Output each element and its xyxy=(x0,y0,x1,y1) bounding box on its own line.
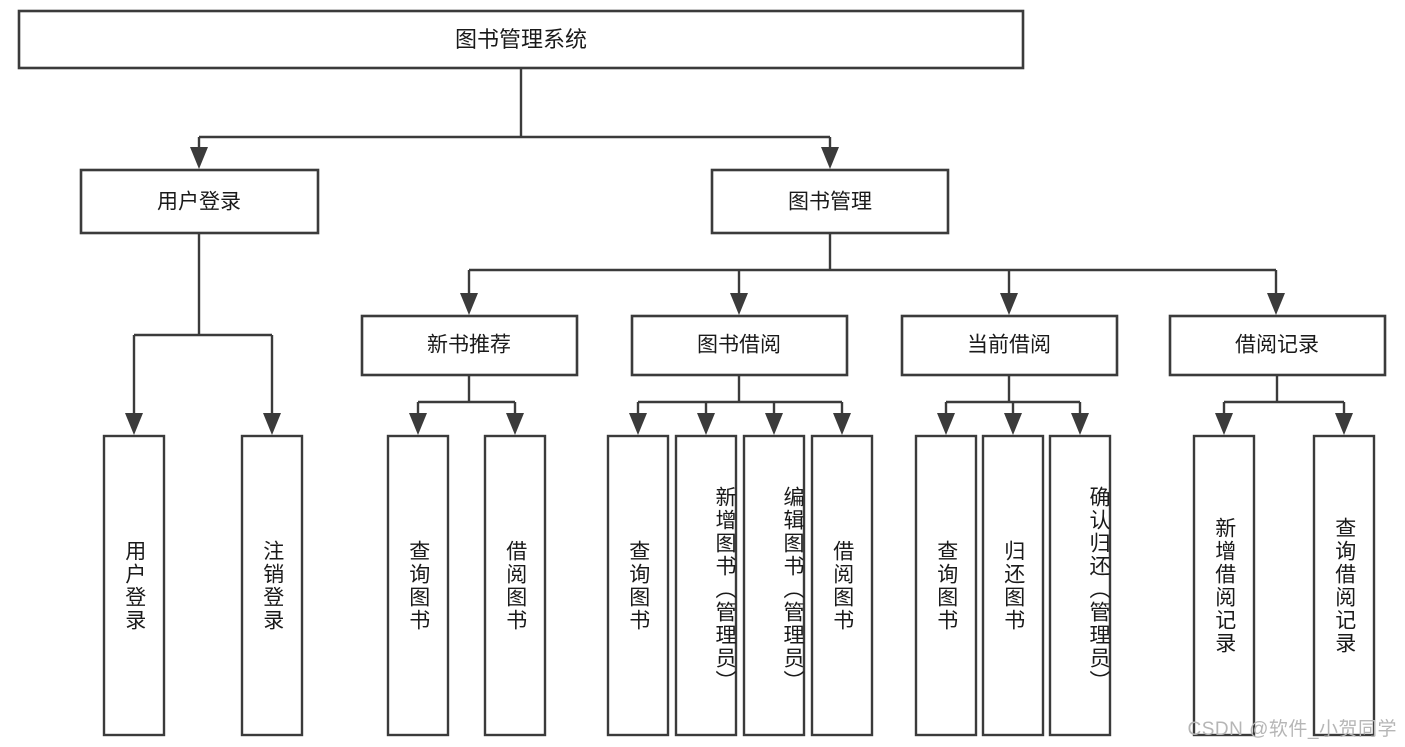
user-login-label: 用户登录 xyxy=(157,191,241,214)
node-root[interactable]: 图书管理系统 xyxy=(17,9,1025,70)
arrow-to-leaf-query-record xyxy=(1335,413,1353,435)
arrow-to-leaf-query-book-2 xyxy=(629,413,647,435)
arrow-to-leaf-borrow-book-1 xyxy=(506,413,524,435)
leaf-box-logout[interactable] xyxy=(240,434,304,737)
connector-current-borrow-to-leaves xyxy=(937,375,1089,435)
arrow-to-leaf-query-book-3 xyxy=(937,413,955,435)
root-box[interactable] xyxy=(17,9,1025,70)
leaf-box-add-book[interactable] xyxy=(674,434,738,737)
connector-borrow-record-to-leaves xyxy=(1215,375,1353,435)
arrow-to-leaf-confirm-return xyxy=(1071,413,1089,435)
arrow-to-leaf-query-book-1 xyxy=(409,413,427,435)
connector-book-manage-to-level3 xyxy=(460,233,1285,315)
arrow-to-user-login xyxy=(190,147,208,169)
leaf-box-borrow-book-1[interactable] xyxy=(483,434,547,737)
connector-root-to-level2 xyxy=(190,68,839,169)
new-book-box[interactable] xyxy=(360,314,579,377)
node-book-manage[interactable]: 图书管理 xyxy=(710,168,950,235)
leaf-box-query-book-1[interactable] xyxy=(386,434,450,737)
node-borrow-record[interactable]: 借阅记录 xyxy=(1168,314,1387,377)
connector-new-book-to-leaves xyxy=(409,375,524,435)
arrow-to-current-borrow xyxy=(1000,293,1018,315)
leaf-box-query-record[interactable] xyxy=(1312,434,1376,737)
arrow-to-borrow-record xyxy=(1267,293,1285,315)
user-login-box[interactable] xyxy=(79,168,320,235)
new-book-label: 新书推荐 xyxy=(427,334,511,357)
leaf-box-edit-book[interactable] xyxy=(742,434,806,737)
node-book-borrow[interactable]: 图书借阅 xyxy=(630,314,849,377)
leaf-box-add-record[interactable] xyxy=(1192,434,1256,737)
current-borrow-label: 当前借阅 xyxy=(967,334,1051,357)
arrow-to-new-book xyxy=(460,293,478,315)
leaf-box-user-login[interactable] xyxy=(102,434,166,737)
book-borrow-label: 图书借阅 xyxy=(697,334,781,357)
book-manage-label: 图书管理 xyxy=(788,191,872,214)
leaf-box-query-book-2[interactable] xyxy=(606,434,670,737)
arrow-to-leaf-user-login xyxy=(125,413,143,435)
arrow-to-leaf-add-book xyxy=(697,413,715,435)
arrow-to-leaf-add-record xyxy=(1215,413,1233,435)
node-current-borrow[interactable]: 当前借阅 xyxy=(900,314,1119,377)
node-new-book-recommend[interactable]: 新书推荐 xyxy=(360,314,579,377)
arrow-to-leaf-logout xyxy=(263,413,281,435)
connector-user-login-to-leaves xyxy=(125,233,281,435)
leaf-box-return-book[interactable] xyxy=(981,434,1045,737)
arrow-to-leaf-borrow-book-2 xyxy=(833,413,851,435)
csdn-watermark: CSDN @软件_小贺同学 xyxy=(1187,719,1397,740)
leaf-box-borrow-book-2[interactable] xyxy=(810,434,874,737)
connector-book-borrow-to-leaves xyxy=(629,375,851,435)
leaf-box-query-book-3[interactable] xyxy=(914,434,978,737)
arrow-to-leaf-return-book xyxy=(1004,413,1022,435)
leaf-box-confirm-return[interactable] xyxy=(1048,434,1112,737)
borrow-record-label: 借阅记录 xyxy=(1235,334,1319,357)
node-user-login[interactable]: 用户登录 xyxy=(79,168,320,235)
current-borrow-box[interactable] xyxy=(900,314,1119,377)
root-label: 图书管理系统 xyxy=(455,27,587,52)
arrow-to-book-borrow xyxy=(730,293,748,315)
arrow-to-leaf-edit-book xyxy=(765,413,783,435)
arrow-to-book-manage xyxy=(821,147,839,169)
